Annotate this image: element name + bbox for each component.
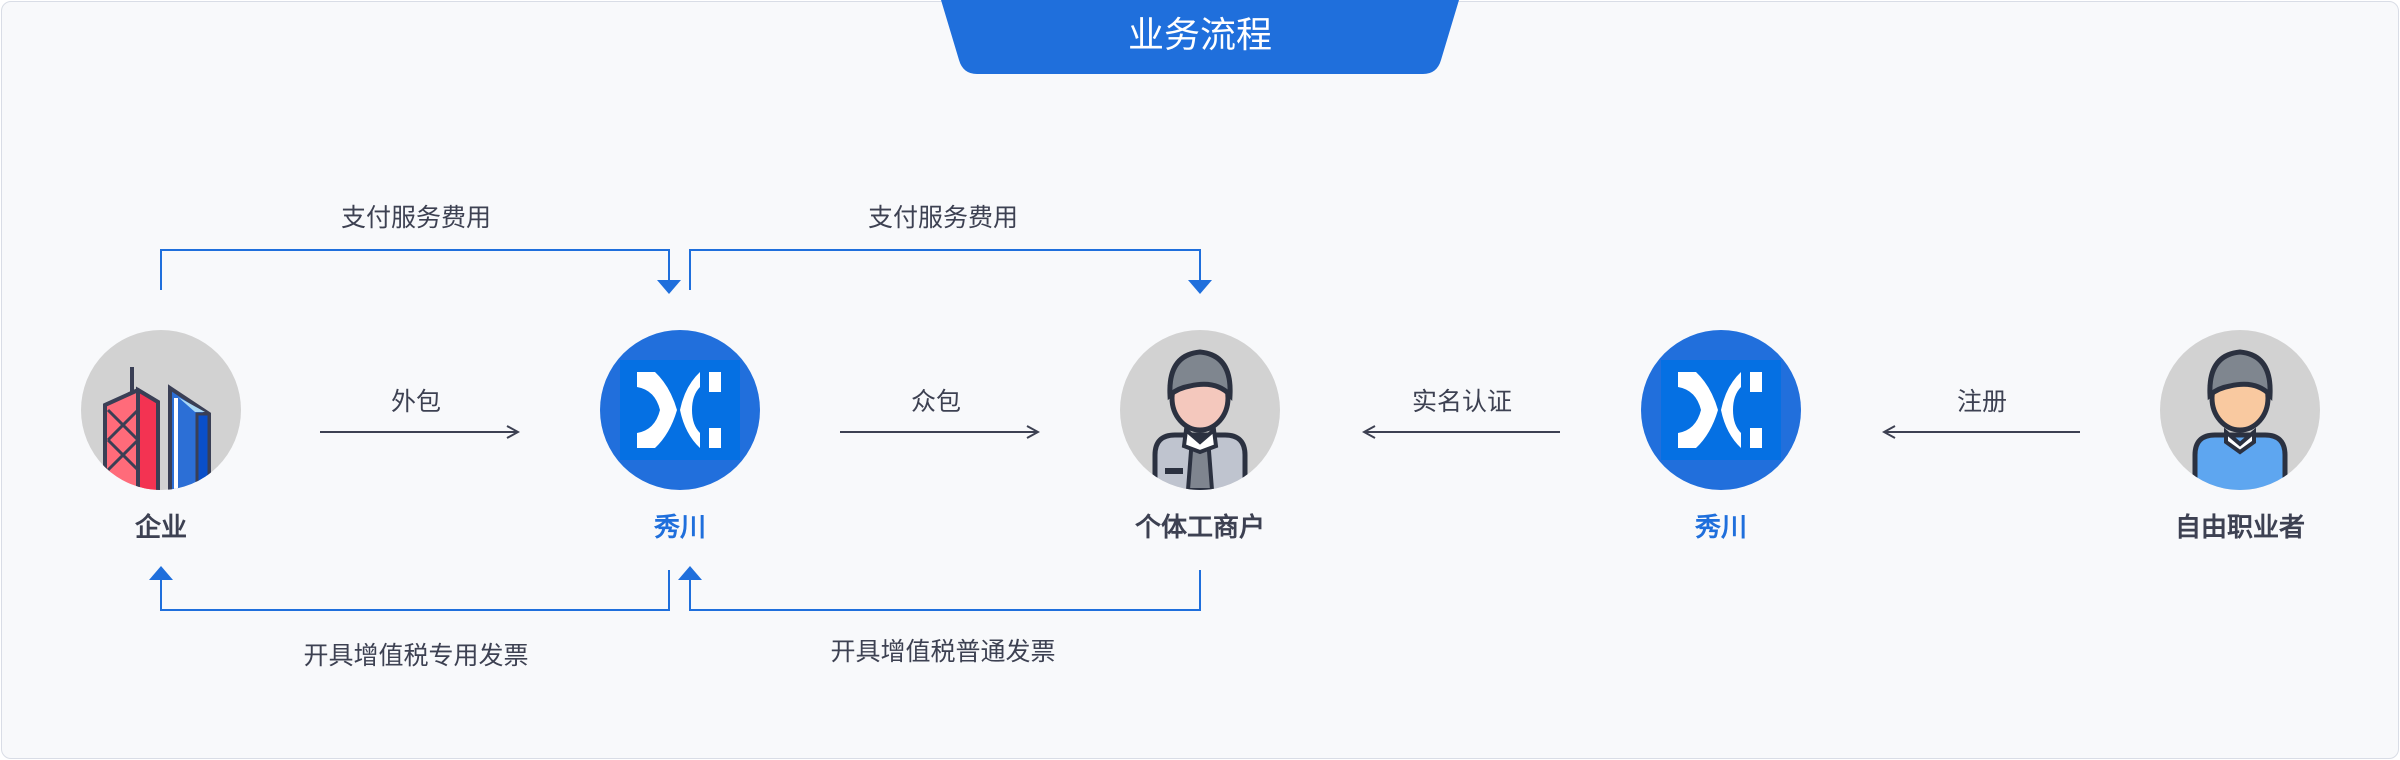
bracket-invoice-normal <box>689 570 1201 611</box>
label-pay-fee-2: 支付服务费用 <box>867 203 1018 232</box>
node-label-xiuchuan-2: 秀川 <box>1694 513 1747 543</box>
xiuchuan-logo-icon <box>600 330 760 490</box>
label-crowdsource: 众包 <box>910 387 961 416</box>
title-tab <box>941 0 1459 74</box>
label-register: 注册 <box>1956 387 2007 416</box>
arrowhead-up-2 <box>678 566 702 580</box>
diagram-title: 业务流程 <box>1127 15 1272 56</box>
bracket-invoice-special <box>160 570 670 611</box>
node-freelancer <box>2160 330 2320 490</box>
label-invoice-special: 开具增值税专用发票 <box>303 641 529 670</box>
xiuchuan-logo-icon <box>1641 330 1801 490</box>
arrowhead-down-1 <box>657 280 681 294</box>
office-buildings-icon <box>81 330 241 490</box>
arrowhead-up-1 <box>149 566 173 580</box>
label-outsource: 外包 <box>390 387 441 416</box>
node-label-enterprise: 企业 <box>134 513 187 543</box>
node-label-freelancer: 自由职业者 <box>2174 513 2305 543</box>
businessman-avatar-icon <box>1120 330 1280 490</box>
label-invoice-normal: 开具增值税普通发票 <box>830 637 1056 666</box>
node-label-xiuchuan-1: 秀川 <box>653 513 706 543</box>
node-individual-business <box>1120 330 1280 490</box>
node-xiuchuan-2 <box>1641 330 1801 490</box>
freelancer-avatar-icon <box>2160 330 2320 490</box>
node-xiuchuan-1 <box>600 330 760 490</box>
label-verify: 实名认证 <box>1411 387 1512 416</box>
bracket-pay-fee-2 <box>689 249 1201 290</box>
arrowhead-down-2 <box>1188 280 1212 294</box>
node-label-individual-business: 个体工商户 <box>1134 513 1265 543</box>
label-pay-fee-1: 支付服务费用 <box>340 203 491 232</box>
node-enterprise <box>81 330 241 490</box>
bracket-pay-fee-1 <box>160 249 670 290</box>
